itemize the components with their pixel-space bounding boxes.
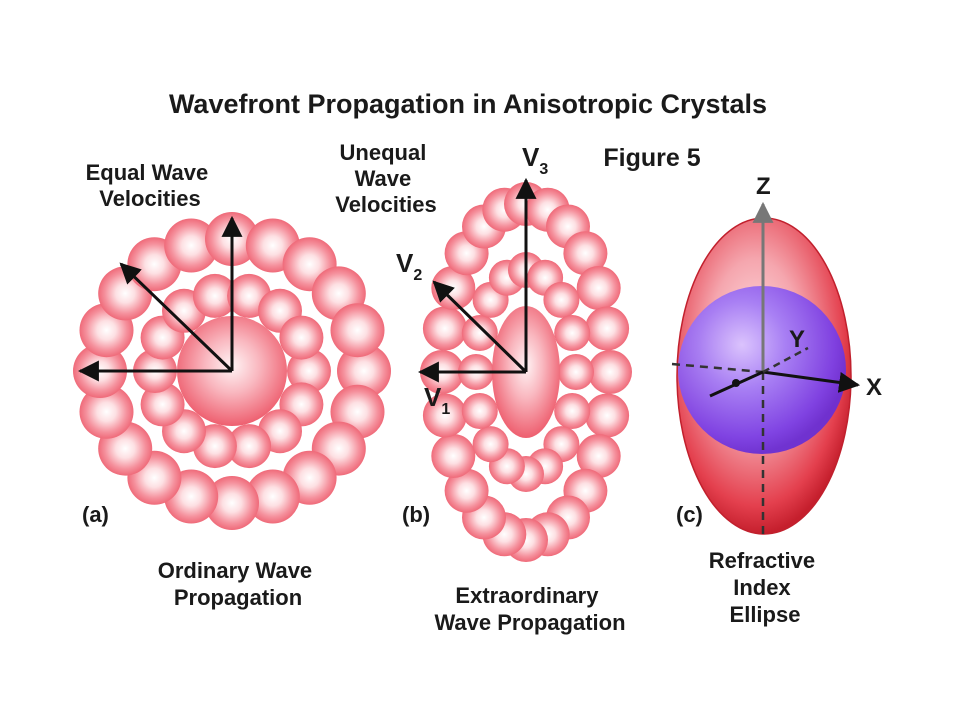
y-axis-dashed [762, 346, 809, 374]
wavelet-lobe [330, 303, 385, 358]
v3-label: V3 [522, 142, 548, 178]
wavelet-lobe [444, 468, 489, 513]
wavelet-lobe [192, 273, 237, 318]
wavelet-lobe [554, 315, 591, 351]
unequal-velocities-label: Unequal Wave Velocities [335, 140, 437, 217]
wavelet-lobe [245, 469, 300, 524]
panel-a-tag: (a) [82, 502, 109, 527]
wavelet-lobe [576, 266, 621, 310]
wavelet-lobe [554, 393, 591, 429]
equal-velocities-line-2: Velocities [99, 186, 201, 211]
wavelet-lobe [431, 434, 476, 478]
wavelet-lobe [79, 384, 134, 439]
panel-b: Unequal Wave Velocities V3 V2 V1 (b) Ext… [335, 140, 632, 635]
x-axis-label: X [866, 374, 882, 401]
ordinary-caption-line-1: Ordinary Wave [158, 558, 312, 583]
equal-velocities-label: Equal Wave Velocities [86, 160, 215, 211]
wavelet-lobe [461, 315, 498, 351]
extraordinary-propagation-caption: Extraordinary Wave Propagation [434, 583, 625, 635]
unequal-line-3: Velocities [335, 192, 437, 217]
wavelet-lobe [337, 344, 391, 398]
x-axis-dashed [671, 362, 764, 374]
wavelet-lobe [576, 434, 621, 478]
wavelet-lobe [472, 426, 509, 463]
unequal-line-1: Unequal [340, 140, 427, 165]
refractive-caption-line-3: Ellipse [730, 602, 801, 627]
inner-wavefront-a [133, 273, 331, 469]
inner-wavefront-b [458, 252, 594, 492]
wavelet-lobe [558, 354, 594, 390]
panel-a: Equal Wave Velocities (a) Ordinary Wave … [73, 160, 391, 610]
wavelet-lobe [543, 281, 580, 318]
extraordinary-caption-line-1: Extraordinary [455, 583, 599, 608]
outer-wavefront-b [420, 182, 632, 562]
panel-c-tag: (c) [676, 502, 703, 527]
vector-v2 [432, 280, 528, 374]
wavelet-lobe [422, 393, 467, 438]
wavelet-lobe [422, 306, 467, 351]
vector-diagonal-a [119, 262, 234, 373]
extraordinary-caption-line-2: Wave Propagation [434, 610, 625, 635]
z-axis-label: Z [756, 173, 771, 200]
wavelet-lobe [588, 350, 632, 394]
refractive-caption-line-1: Refractive [709, 548, 815, 573]
panel-b-tag: (b) [402, 502, 430, 527]
ordinary-propagation-caption: Ordinary Wave Propagation [158, 558, 319, 610]
wavelet-lobe [585, 393, 630, 438]
refractive-caption-line-2: Index [733, 575, 791, 600]
wavelet-lobe [563, 231, 608, 276]
figure-title: Wavefront Propagation in Anisotropic Cry… [169, 89, 767, 119]
equal-velocities-line-1: Equal Wave [86, 160, 209, 185]
wavelet-lobe [140, 382, 185, 427]
wavelet-lobe [279, 315, 324, 360]
panel-c: Z Y X (c) Refractive Index Ellipse [671, 173, 882, 627]
y-axis-end-point [732, 379, 740, 387]
extraordinary-wavefronts [420, 182, 632, 562]
v2-label: V2 [396, 248, 422, 284]
y-axis-label: Y [789, 326, 805, 353]
wavelet-lobe [461, 393, 498, 429]
figure-number: Figure 5 [603, 144, 700, 172]
wavelet-lobe [585, 306, 630, 351]
refractive-index-caption: Refractive Index Ellipse [709, 548, 822, 627]
wavelet-lobe [227, 424, 272, 469]
ordinary-caption-line-2: Propagation [174, 585, 302, 610]
unequal-line-2: Wave [355, 166, 412, 191]
wavelet-lobe [164, 218, 219, 273]
wavelet-lobe [287, 349, 331, 393]
v1-label: V1 [424, 382, 450, 418]
wavelet-lobe [205, 476, 259, 530]
x-axis-solid [762, 370, 861, 393]
